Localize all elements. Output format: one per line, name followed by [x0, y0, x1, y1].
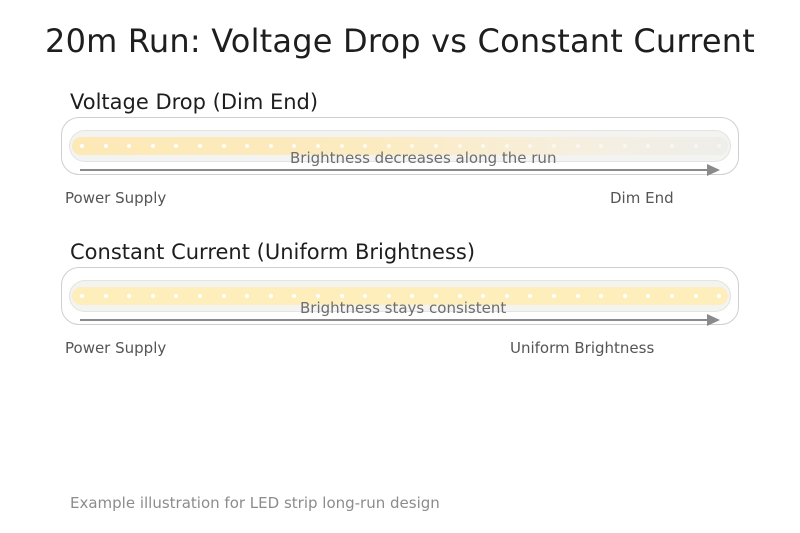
led-dot [434, 294, 438, 298]
led-dot [150, 294, 155, 298]
constant-current-led-strip [72, 287, 728, 305]
led-dot [127, 294, 132, 298]
constant-current-end-label: Uniform Brightness [510, 339, 655, 357]
led-dot [80, 294, 84, 298]
led-dot [410, 144, 415, 148]
led-dot [670, 294, 674, 298]
led-dot [363, 144, 368, 148]
led-dot [457, 144, 462, 148]
led-dot [174, 294, 179, 298]
led-dot [221, 294, 226, 298]
constant-current-start-label: Power Supply [65, 339, 167, 357]
led-dot [646, 294, 651, 298]
led-dot [504, 294, 509, 298]
arrow-shaft [80, 319, 708, 321]
led-dot [552, 144, 556, 148]
led-dot [575, 144, 580, 148]
led-dot [693, 294, 698, 298]
led-dot [386, 144, 391, 148]
led-dot [103, 144, 108, 148]
arrow-shaft [80, 169, 708, 171]
led-dot [292, 294, 297, 298]
led-dot [150, 144, 155, 148]
led-dot [103, 294, 108, 298]
led-dot [622, 144, 627, 148]
led-dot [434, 144, 438, 148]
led-dot [528, 294, 533, 298]
led-dot [599, 294, 604, 298]
led-dot [386, 294, 391, 298]
led-dot [127, 144, 132, 148]
led-dot [457, 294, 462, 298]
led-dot [528, 144, 533, 148]
led-dot [717, 144, 722, 148]
led-dot [316, 294, 320, 298]
led-dot [221, 144, 226, 148]
led-dot [268, 294, 273, 298]
led-dot [363, 294, 368, 298]
led-dot [622, 294, 627, 298]
led-dot [245, 144, 250, 148]
constant-current-direction-arrow [80, 314, 720, 326]
led-dot [575, 294, 580, 298]
led-dot [316, 144, 320, 148]
constant-current-caption: Brightness stays consistent [300, 299, 507, 317]
led-dot [646, 144, 651, 148]
voltage-drop-direction-arrow [80, 164, 720, 176]
led-dot [198, 294, 202, 298]
constant-current-heading: Constant Current (Uniform Brightness) [70, 240, 476, 264]
footnote: Example illustration for LED strip long-… [70, 494, 440, 512]
led-dot [80, 144, 84, 148]
led-dot [599, 144, 604, 148]
led-dot [552, 294, 556, 298]
voltage-drop-heading: Voltage Drop (Dim End) [70, 90, 319, 114]
voltage-drop-led-strip [72, 137, 728, 155]
arrow-head-icon [707, 314, 720, 326]
led-dot [481, 144, 486, 148]
led-dot [245, 294, 250, 298]
voltage-drop-end-label: Dim End [610, 189, 674, 207]
voltage-drop-caption: Brightness decreases along the run [290, 149, 557, 167]
voltage-drop-start-label: Power Supply [65, 189, 167, 207]
led-dot [670, 144, 674, 148]
led-dot [717, 294, 722, 298]
arrow-head-icon [707, 164, 720, 176]
led-dot [410, 294, 415, 298]
led-dot [268, 144, 273, 148]
led-dot [198, 144, 202, 148]
diagram-title: 20m Run: Voltage Drop vs Constant Curren… [45, 22, 755, 60]
led-dot [174, 144, 179, 148]
led-dot [693, 144, 698, 148]
led-dot [292, 144, 297, 148]
voltage-drop-tube [69, 130, 731, 162]
led-dot [339, 294, 344, 298]
led-dot [339, 144, 344, 148]
constant-current-tube [69, 280, 731, 312]
led-dot [481, 294, 486, 298]
led-dot [504, 144, 509, 148]
